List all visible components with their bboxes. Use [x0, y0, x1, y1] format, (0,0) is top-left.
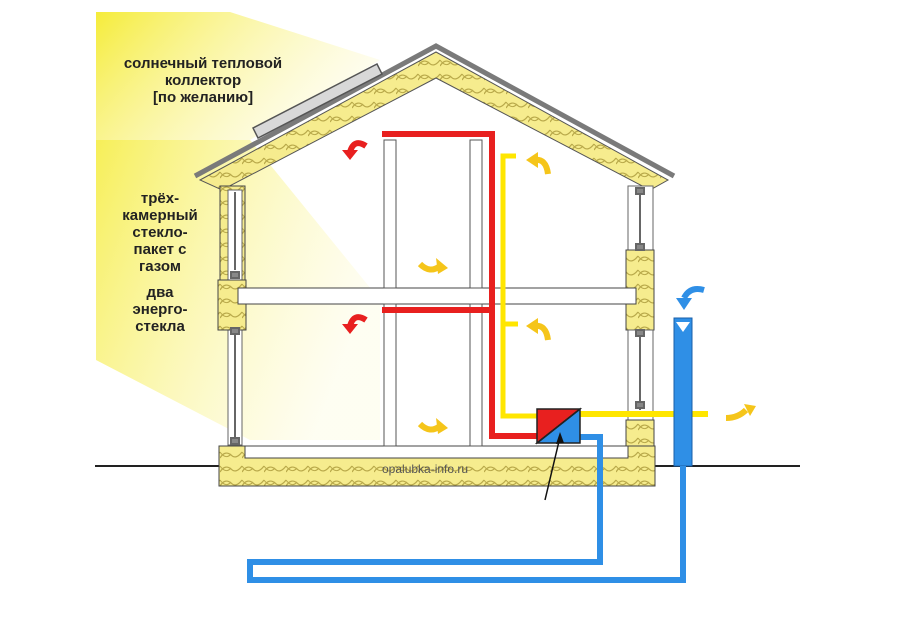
pointer-arrow [544, 436, 561, 501]
ground-floor-slab [244, 445, 629, 459]
air-flow-arrow-red-upper [342, 140, 368, 160]
intake-cap [676, 322, 690, 332]
supply-air-duct [382, 131, 540, 439]
solar-collector-label: солнечный тепловой коллектор [по желанию… [123, 55, 283, 106]
roof-edge [193, 43, 676, 179]
middle-floor-slab [237, 287, 637, 305]
air-flow-arrow-fresh-in [676, 286, 705, 310]
air-flow-arrow-red-lower [342, 314, 368, 334]
sun-light-beam [96, 12, 380, 140]
air-flow-arrow-yellow-upper [526, 152, 551, 175]
pointer-arrowhead [556, 432, 564, 444]
air-flow-arrow-yellow-room-lower [417, 418, 448, 434]
ground-heat-exchanger-pipe [247, 434, 686, 583]
watermark: opalubka-info.ru [382, 462, 469, 476]
interior-posts [383, 139, 483, 447]
window-marks [230, 187, 645, 445]
air-flow-arrow-yellow-room-upper [417, 258, 448, 274]
triple-glazing-label: трёх- камерный стекло- пакет с газом [122, 190, 198, 275]
fresh-air-intake-pipe [673, 317, 693, 467]
air-flow-arrow-exhaust-out [725, 404, 756, 421]
heat-exchanger [534, 407, 583, 445]
energy-glass-label: два энерго- стекла [132, 284, 188, 335]
solar-panel [251, 62, 384, 140]
air-flow-arrow-yellow-lower [526, 318, 551, 341]
exhaust-air-duct [500, 153, 540, 419]
